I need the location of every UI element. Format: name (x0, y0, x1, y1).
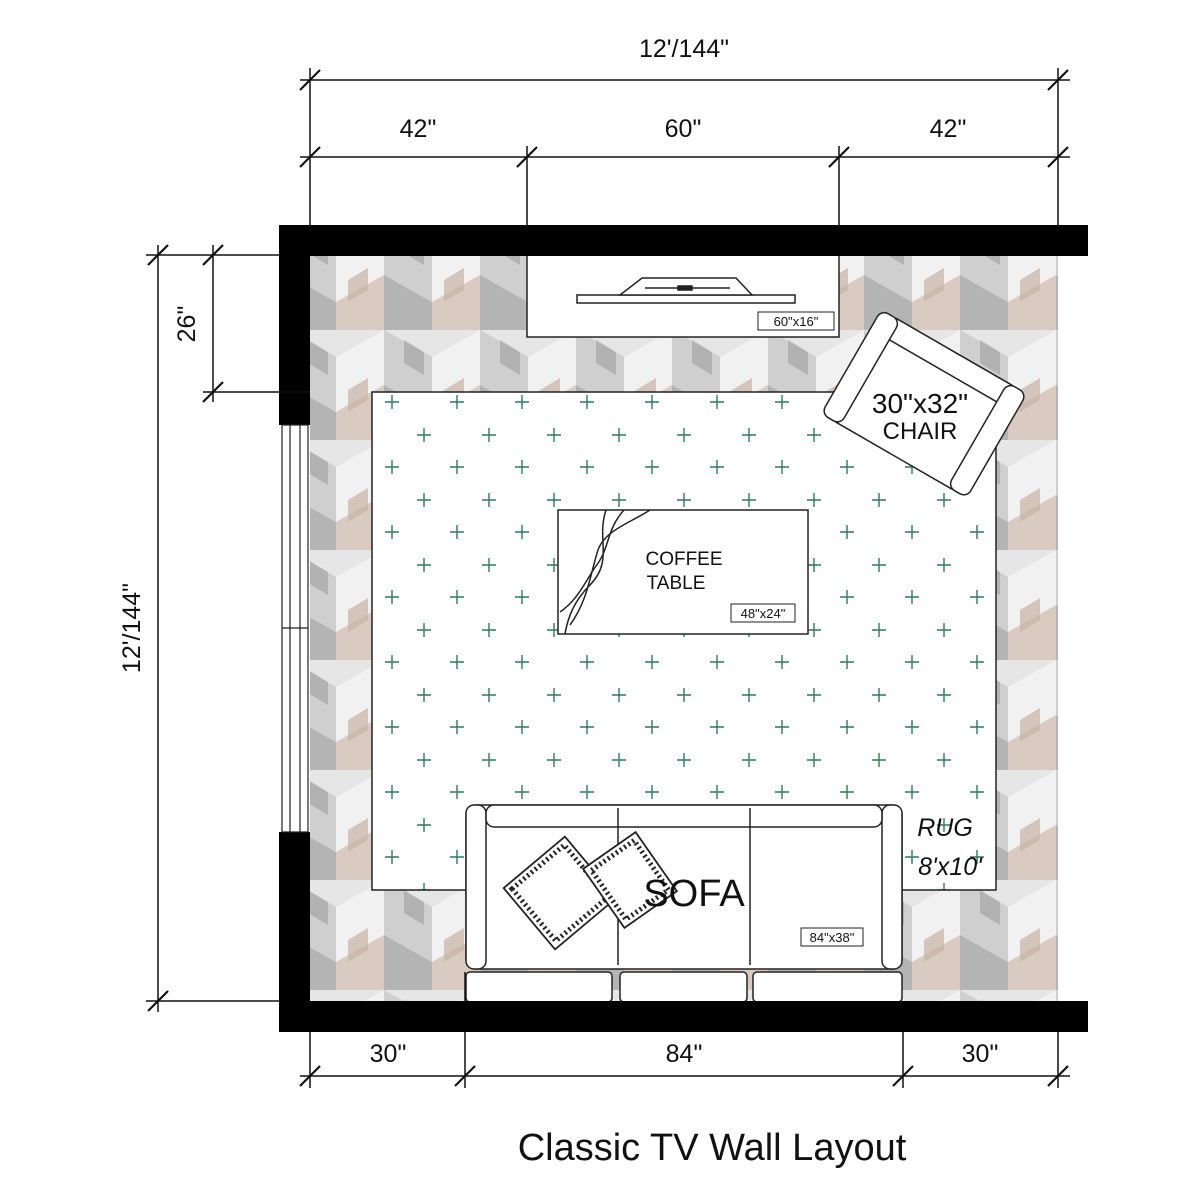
coffee-table-size-tag: 48"x24" (741, 606, 786, 621)
dim-bottom-left: 30" (370, 1040, 407, 1068)
rug-name-label: RUG (917, 814, 973, 842)
diagram-title: Classic TV Wall Layout (518, 1127, 907, 1169)
dim-bottom-center: 84" (666, 1040, 703, 1068)
dim-top-left: 42" (400, 115, 437, 143)
dim-top-total: 12'/144" (639, 35, 729, 63)
rug-size-label: 8'x10' (918, 853, 983, 881)
sofa-pillows (502, 830, 679, 951)
dim-top-center: 60" (665, 115, 702, 143)
dim-left-total: 12'/144" (118, 583, 146, 673)
dim-top-right: 42" (930, 115, 967, 143)
window (281, 424, 309, 833)
dim-bottom-right: 30" (962, 1040, 999, 1068)
dim-left-offset: 26" (173, 306, 201, 343)
sofa-name-label: SOFA (643, 873, 745, 915)
chair-name-label: CHAIR (883, 418, 958, 445)
chair-size-label: 30"x32" (872, 388, 968, 419)
tv-size-tag-box (757, 311, 835, 331)
coffee-table-label-line2: TABLE (647, 573, 706, 594)
wall-bottom (279, 1001, 1088, 1032)
coffee-table-label-line1: COFFEE (645, 549, 722, 570)
tv-icon (576, 277, 796, 304)
coffee-table-size-tag-box (730, 603, 796, 623)
wall-left-lower (279, 832, 310, 1032)
chair (823, 311, 1025, 496)
sofa-size-tag-box (800, 927, 864, 947)
wall-top (279, 225, 1088, 256)
dimension-lines (146, 68, 1070, 1088)
wall-left-upper (279, 225, 310, 425)
sofa-size-tag: 84"x38" (810, 930, 855, 945)
tv-size-tag: 60"x16" (774, 314, 819, 329)
